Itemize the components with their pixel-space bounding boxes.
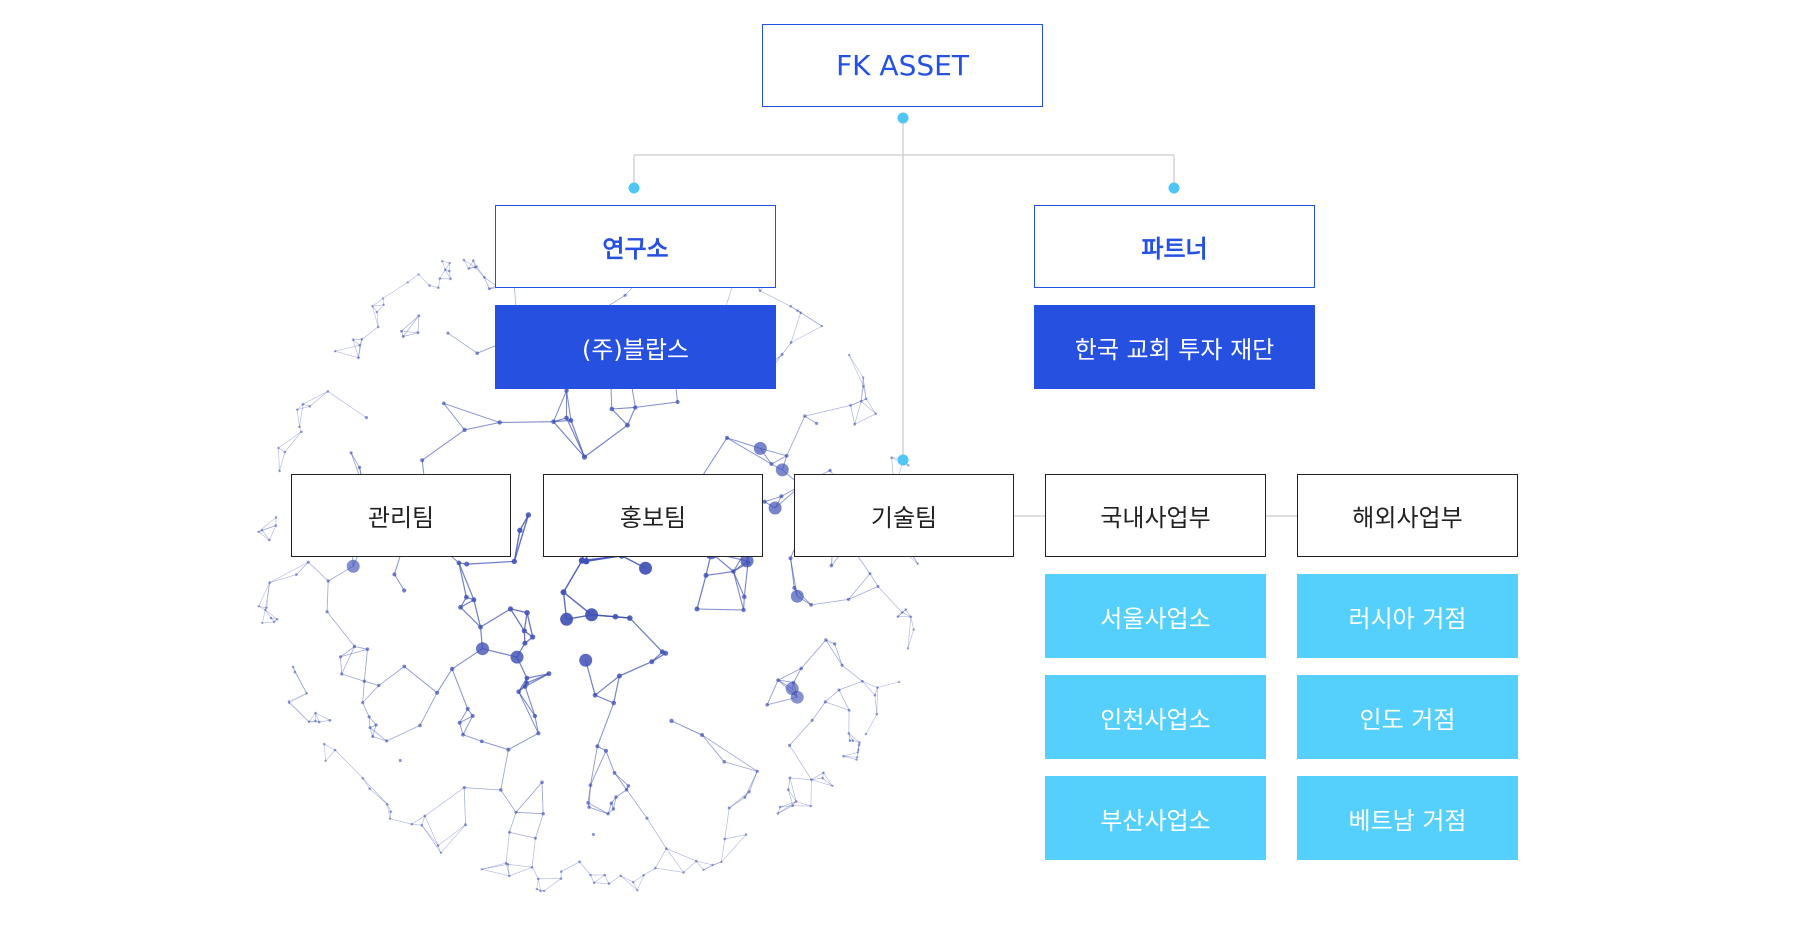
overseas-office-box: 러시아 거점 [1297, 574, 1518, 658]
connector-dot [628, 182, 640, 194]
overseas-office-box: 인도 거점 [1297, 675, 1518, 759]
connector-dot [1168, 182, 1180, 194]
domestic-office-box: 부산사업소 [1045, 776, 1266, 860]
overseas-office-box: 베트남 거점 [1297, 776, 1518, 860]
church-investment-foundation-box: 한국 교회 투자 재단 [1034, 305, 1315, 389]
partner-box: 파트너 [1034, 205, 1315, 288]
team-tech-box: 기술팀 [794, 474, 1014, 557]
blobs-company-box: (주)블랍스 [495, 305, 776, 389]
team-management-box: 관리팀 [291, 474, 511, 557]
domestic-office-box: 인천사업소 [1045, 675, 1266, 759]
org-root-fk-asset: FK ASSET [762, 24, 1043, 107]
domestic-business-division-box: 국내사업부 [1045, 474, 1266, 557]
domestic-office-box: 서울사업소 [1045, 574, 1266, 658]
connector-dot [897, 112, 909, 124]
overseas-business-division-box: 해외사업부 [1297, 474, 1518, 557]
team-pr-box: 홍보팀 [543, 474, 763, 557]
research-institute-box: 연구소 [495, 205, 776, 288]
connector-dot [897, 454, 909, 466]
